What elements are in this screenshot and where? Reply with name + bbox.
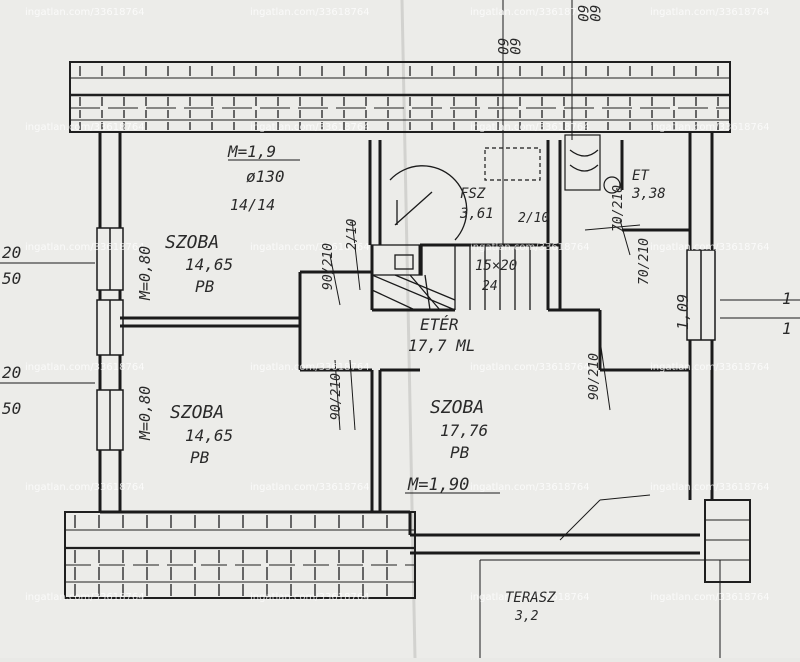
dimension-door-5: 70/210 — [611, 185, 626, 232]
watermark-text: ingatlan.com/33618764 — [470, 592, 590, 603]
annotation-ratio: 14/14 — [230, 196, 275, 214]
watermark-text: ingatlan.com/33618764 — [250, 242, 370, 253]
room-terasz: TERASZ 3,2 — [505, 590, 556, 624]
room-name: SZOBA — [430, 397, 484, 418]
staircase — [371, 244, 531, 311]
dimension-window-1: M=0,80 — [136, 246, 154, 301]
watermark-text: ingatlan.com/33618764 — [470, 482, 590, 493]
room-area: 14,65 — [185, 255, 233, 274]
side-windows — [96, 227, 716, 451]
chimney-circle — [389, 165, 468, 241]
room-area: 17,7 ML — [408, 336, 475, 355]
room-name: ET — [632, 168, 650, 184]
dimension-right-1: 1 — [782, 289, 792, 308]
dimension-left-4: 50 — [2, 399, 21, 418]
room-szoba-left-bottom: SZOBA 14,65 PB — [170, 402, 233, 467]
watermark-text: ingatlan.com/33618764 — [650, 362, 770, 373]
watermark-text: ingatlan.com/33618764 — [250, 7, 370, 18]
watermark-text: ingatlan.com/33618764 — [470, 7, 590, 18]
room-floor: PB — [450, 443, 470, 462]
dimension-window-3: 1,09 — [674, 294, 692, 330]
room-eter: ETÉR 17,7 ML — [408, 315, 475, 355]
annotation-m-top: M=1,9 — [227, 142, 276, 161]
watermark-text: ingatlan.com/33618764 — [470, 122, 590, 133]
dimension-labels: M=0,80 M=0,80 1,09 90/210 90/210 90/210 … — [2, 5, 792, 441]
annotation-stairs-count: 24 — [482, 279, 498, 294]
dimension-left-3: 20 — [2, 363, 21, 382]
dimension-door-1: 90/210 — [321, 243, 336, 290]
annotation-m-bottom: M=1,90 — [407, 475, 469, 495]
dimension-left-1: 20 — [2, 243, 21, 262]
watermark-text: ingatlan.com/33618764 — [470, 242, 590, 253]
room-name: SZOBA — [165, 232, 219, 253]
room-name: TERASZ — [505, 590, 556, 606]
annotation-stairs: 15×20 — [475, 258, 517, 274]
watermark-text: ingatlan.com/33618764 — [250, 482, 370, 493]
dimension-top-4: 60 — [586, 5, 602, 22]
dimension-door-4: 70/210 — [637, 238, 652, 285]
watermark-text: ingatlan.com/33618764 — [650, 592, 770, 603]
dimension-right-2: 1 — [782, 319, 792, 338]
room-area: 3,61 — [459, 206, 494, 222]
room-szoba-right: SZOBA 17,76 PB — [430, 397, 488, 462]
watermarks: ingatlan.com/33618764 ingatlan.com/336187… — [25, 7, 770, 603]
room-floor: PB — [190, 448, 210, 467]
room-et: ET 3,38 — [631, 168, 666, 202]
watermark-text: ingatlan.com/33618764 — [650, 122, 770, 133]
watermark-text: ingatlan.com/33618764 — [250, 362, 370, 373]
watermark-text: ingatlan.com/33618764 — [25, 592, 145, 603]
dimension-window-2: M=0,80 — [136, 386, 154, 441]
watermark-text: ingatlan.com/33618764 — [250, 592, 370, 603]
watermark-text: ingatlan.com/33618764 — [25, 362, 145, 373]
wc-fixtures — [484, 134, 621, 194]
dimension-door-3: 90/210 — [587, 353, 602, 400]
watermark-text: ingatlan.com/33618764 — [25, 122, 145, 133]
room-name: ETÉR — [420, 315, 459, 334]
annotations: M=1,9 ø130 14/14 M=1,90 15×20 24 — [227, 142, 517, 495]
room-fsz: FSZ 3,61 — [459, 186, 494, 222]
room-area: 3,2 — [514, 609, 539, 624]
room-floor: PB — [195, 277, 215, 296]
watermark-text: ingatlan.com/33618764 — [25, 482, 145, 493]
dimension-left-2: 50 — [2, 269, 21, 288]
watermark-text: ingatlan.com/33618764 — [650, 242, 770, 253]
interior-walls — [120, 140, 690, 512]
watermark-text: ingatlan.com/33618764 — [650, 7, 770, 18]
dimension-top-2: 60 — [506, 38, 522, 55]
dimension-door-7: 2/10 — [345, 219, 360, 250]
dimension-top-1: 60 — [494, 38, 510, 55]
watermark-text: ingatlan.com/33618764 — [470, 362, 590, 373]
watermark-text: ingatlan.com/33618764 — [650, 482, 770, 493]
watermark-text: ingatlan.com/33618764 — [25, 242, 145, 253]
dimension-door-6: 2/10 — [518, 211, 549, 226]
room-name: FSZ — [460, 186, 486, 202]
room-name: SZOBA — [170, 402, 224, 423]
annotation-pipe: ø130 — [246, 167, 285, 186]
dimension-door-2: 90/210 — [329, 373, 344, 420]
room-area: 3,38 — [631, 186, 666, 202]
watermark-text: ingatlan.com/33618764 — [25, 7, 145, 18]
room-szoba-left-top: SZOBA 14,65 PB — [165, 232, 233, 296]
roof-band-top — [69, 61, 731, 133]
room-area: 17,76 — [440, 421, 488, 440]
dimension-top-3: 60 — [574, 5, 590, 22]
watermark-text: ingatlan.com/33618764 — [250, 122, 370, 133]
room-area: 14,65 — [185, 426, 233, 445]
